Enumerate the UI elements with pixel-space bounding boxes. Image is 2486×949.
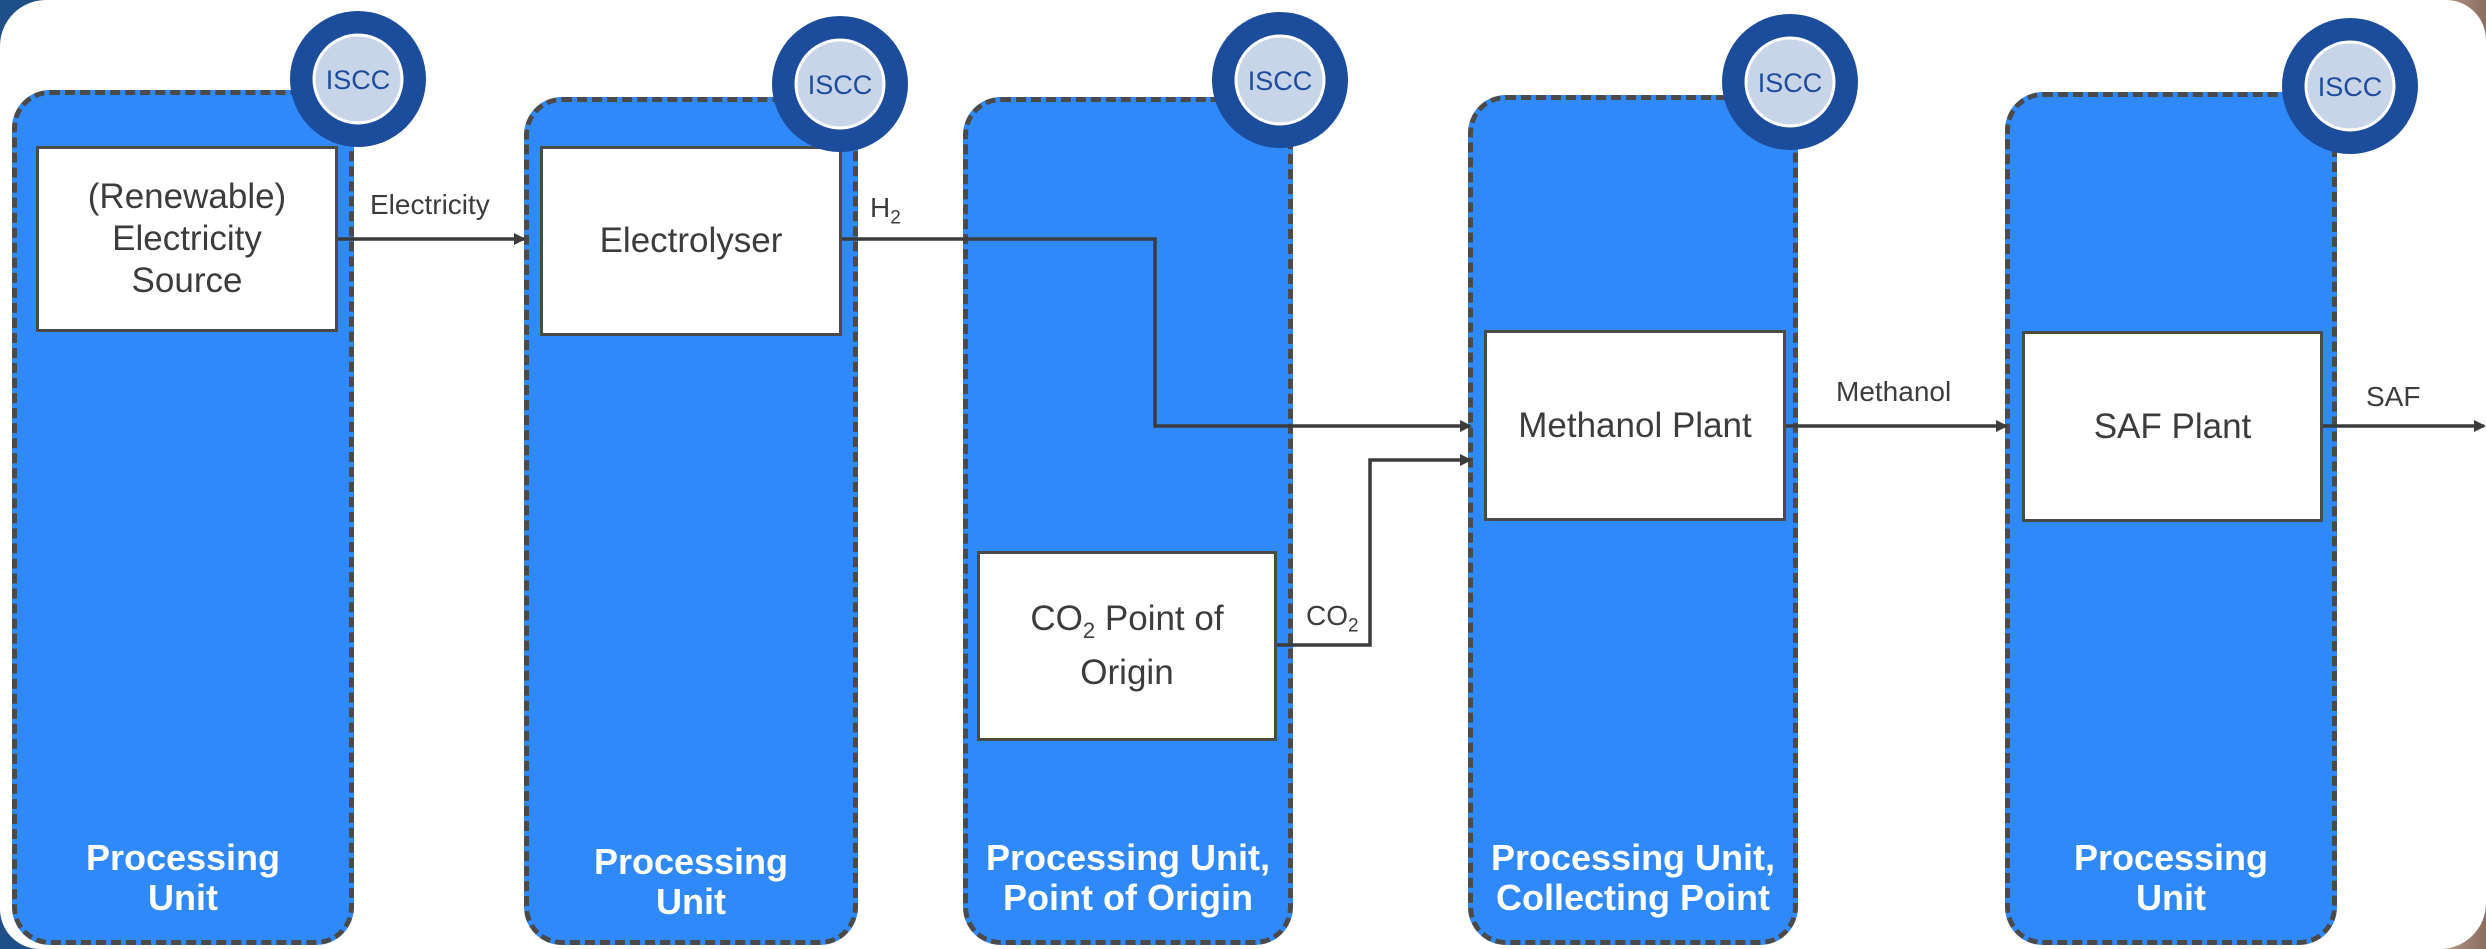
co2-box-text: CO2 Point of Origin [1030,599,1224,692]
badge-center-text: ISCC [326,65,391,95]
badge-center-text: ISCC [808,70,873,100]
electricity-flow-label: Electricity [370,189,490,220]
electricity-source-box: (Renewable) Electricity Source [36,146,338,332]
badge-center-text: ISCC [2318,72,2383,102]
unit-label: Processing Unit, Collecting Point [1490,837,1776,918]
badge-center-text: ISCC [1248,66,1313,96]
co2-flow-label: CO2 [1306,600,1359,637]
iscc-badge-icon: ISCC [2282,18,2418,154]
unit-label: Processing Unit [593,841,789,922]
saf-flow-label: SAF [2366,381,2421,412]
h2-arrow [842,237,1472,432]
saf-plant-box: SAF Plant [2022,331,2323,522]
electrolyser-box: Electrolyser [540,146,842,336]
badge-center-text: ISCC [1758,68,1823,98]
unit-label: Processing Unit [85,837,281,918]
methanol-plant-box: Methanol Plant [1484,330,1786,521]
iscc-badge-icon: ISCC [1722,14,1858,150]
iscc-badge-icon: ISCC [1212,12,1348,148]
methanol-flow-label: Methanol [1836,376,1952,407]
co2-arrow [1277,454,1472,647]
h2-flow-label: H2 [870,192,901,229]
iscc-badge-icon: ISCC [772,16,908,152]
unit-label: Processing Unit, Point of Origin [985,837,1271,918]
co2-point-of-origin-box: CO2 Point of Origin [977,551,1277,741]
iscc-badge-icon: ISCC [290,11,426,147]
unit-label: Processing Unit [2073,837,2269,918]
